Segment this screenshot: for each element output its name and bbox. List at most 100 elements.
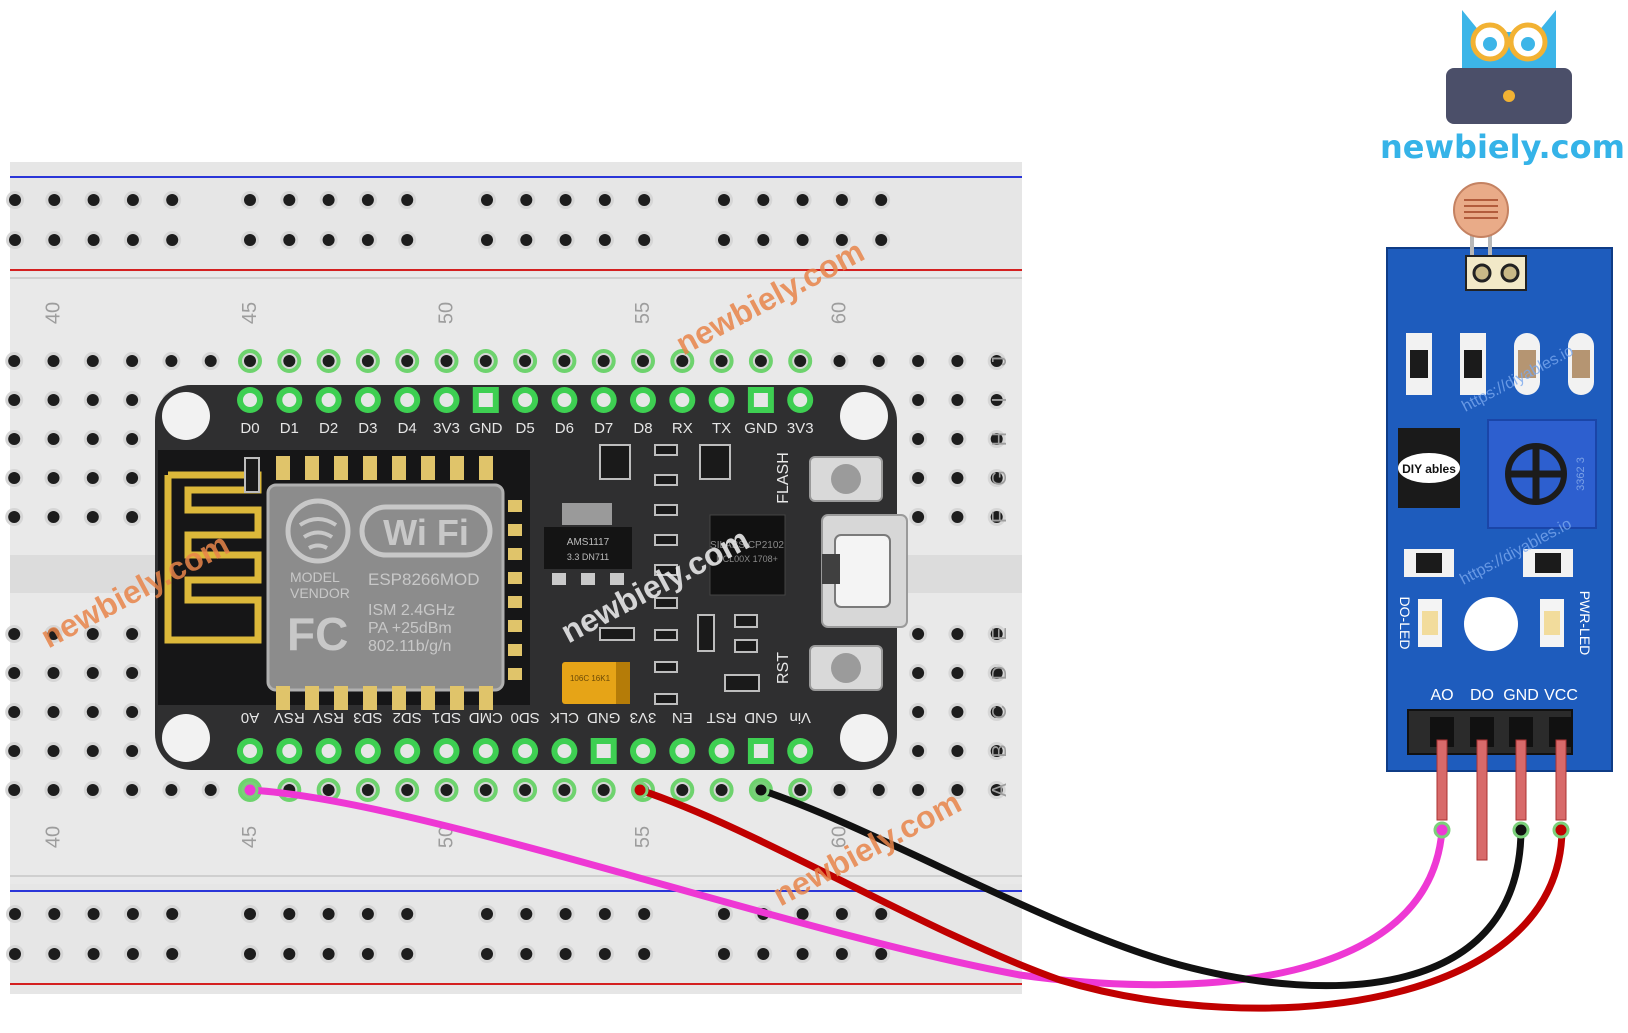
occupied-hole-marker (788, 778, 813, 802)
header-pin[interactable] (787, 387, 814, 413)
breadboard-hole (948, 703, 967, 721)
header-pin[interactable] (787, 738, 814, 764)
header-pin[interactable] (669, 387, 696, 413)
header-pin[interactable] (394, 738, 421, 764)
rail-hole (45, 191, 64, 209)
smd-component (697, 614, 715, 652)
module-pad (392, 456, 406, 480)
breadboard-hole (44, 352, 63, 370)
header-pin[interactable] (276, 738, 303, 764)
column-label: 55 (632, 302, 654, 324)
wire-end-3v3 (631, 781, 649, 799)
header-pin[interactable] (276, 387, 303, 413)
column-label: 50 (436, 302, 458, 324)
header-pin[interactable] (551, 738, 578, 764)
breadboard-hole (398, 352, 417, 370)
header-pin[interactable] (433, 738, 460, 764)
occupied-hole-marker (788, 349, 813, 373)
rail-hole (872, 231, 891, 249)
micro-usb-port[interactable] (821, 514, 908, 628)
sensor-pin-label: AO (1430, 687, 1453, 704)
smd-resistors (1406, 333, 1594, 395)
row-label: D (989, 666, 1011, 680)
sensor-pin-vcc[interactable] (1549, 717, 1573, 821)
header-pin[interactable] (354, 738, 381, 764)
header-pin[interactable] (630, 387, 656, 413)
header-pin[interactable] (237, 738, 263, 764)
breadboard-hole (162, 352, 181, 370)
header-pin[interactable] (472, 738, 499, 764)
mount-hole-icon (840, 714, 888, 762)
header-pin[interactable] (512, 738, 539, 764)
breadboard-hole (201, 781, 220, 799)
breadboard-hole (44, 508, 63, 526)
breadboard-hole (516, 781, 535, 799)
header-pin[interactable] (394, 387, 421, 413)
pin-label-top: D3 (358, 420, 377, 437)
occupied-hole-marker (238, 349, 262, 373)
header-pin[interactable] (512, 387, 539, 413)
breadboard-hole (909, 664, 928, 682)
header-pin[interactable] (315, 738, 342, 764)
pin-label-bottom: SD0 (511, 709, 540, 726)
header-pin[interactable] (433, 387, 460, 413)
module-pad (508, 668, 522, 680)
breadboard-hole (5, 352, 24, 370)
breadboard-hole (987, 742, 1006, 760)
header-pin[interactable] (237, 387, 263, 413)
potentiometer[interactable]: 3362 3 (1487, 419, 1597, 529)
header-pin[interactable] (747, 387, 774, 413)
sensor-pin-ao[interactable] (1430, 717, 1454, 821)
rail-hole (478, 191, 496, 209)
button-cap-icon (831, 464, 861, 494)
rail-hole (123, 191, 142, 209)
rail-hole (754, 231, 773, 249)
pin-label-top: GND (744, 420, 778, 437)
header-pin[interactable] (551, 387, 578, 413)
sensor-pin-gnd[interactable] (1509, 717, 1533, 821)
header-pin[interactable] (590, 738, 617, 764)
rail-hole (398, 191, 417, 209)
wire-end-sensor (1512, 821, 1530, 839)
header-pin[interactable] (708, 387, 735, 413)
breadboard-hole (987, 625, 1006, 643)
do-led-label: DO-LED (1397, 597, 1413, 650)
header-pin[interactable] (630, 738, 656, 764)
breadboard-hole (44, 430, 63, 448)
header-pin[interactable] (354, 387, 381, 413)
rail-hole (6, 231, 24, 249)
module-pad (334, 456, 348, 480)
occupied-hole-marker (513, 778, 538, 802)
module-pad (450, 456, 464, 480)
breadboard-hole (869, 781, 888, 799)
fc-logo: FC (287, 608, 348, 660)
reset-button[interactable]: RST (775, 645, 883, 691)
rail-hole (517, 231, 536, 249)
pin-label-top: D4 (398, 420, 417, 437)
header-pin[interactable] (472, 387, 499, 413)
rail-hole (358, 191, 377, 209)
smd-component (654, 629, 678, 641)
pin-label-bottom: Vin (789, 709, 810, 726)
occupied-hole-marker (552, 349, 577, 373)
header-pin[interactable] (669, 738, 696, 764)
pin-label-top: D2 (319, 420, 338, 437)
header-pin[interactable] (708, 738, 735, 764)
smd-component (699, 444, 731, 480)
rail-hole (280, 191, 299, 209)
header-pin[interactable] (590, 387, 617, 413)
svg-text:DCL00X 1708+: DCL00X 1708+ (716, 554, 778, 564)
flash-button[interactable]: FLASH (775, 452, 883, 504)
sensor-pin-do[interactable] (1470, 717, 1494, 861)
header-pin[interactable] (747, 738, 774, 764)
breadboard-hole (594, 781, 613, 799)
pwr-led: PWR-LED (1540, 591, 1593, 655)
breadboard-hole (437, 352, 456, 370)
occupied-hole-marker (552, 778, 577, 802)
rail-hole (715, 191, 733, 209)
tantalum-capacitor: 106C 16K1 (562, 662, 630, 704)
breadboard-hole (5, 664, 24, 682)
breadboard-hole (5, 781, 24, 799)
header-pin[interactable] (315, 387, 342, 413)
